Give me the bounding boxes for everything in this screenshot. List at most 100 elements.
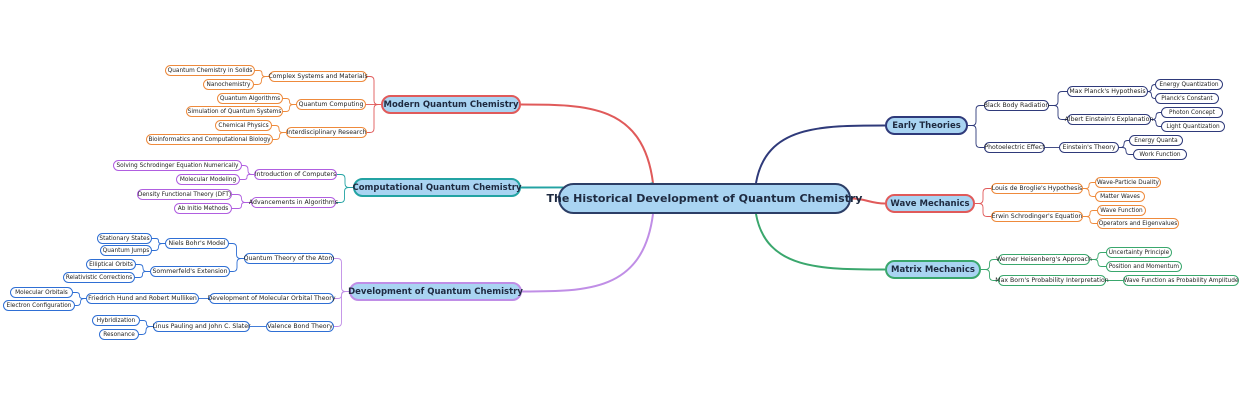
connector-line [230,258,244,272]
leaf-topic-wave-particle-duality[interactable]: Wave-Particle Duality [1095,177,1161,188]
connector-line [1147,91,1156,99]
computational-topic[interactable]: Computational Quantum Chemistry [352,178,522,197]
leaf-topic-molecular-orbitals[interactable]: Molecular Orbitals [10,287,73,298]
subtopic-quantum-computing[interactable]: Quantum Computing [296,99,366,110]
connector-line [337,174,353,188]
leaf-topic-nanochemistry[interactable]: Nanochemistry [203,79,254,90]
connector-line [1083,216,1097,224]
leaf-topic-energy-quantization[interactable]: Energy Quantization [1155,79,1223,90]
leaf-topic-position-and-momentum[interactable]: Position and Momentum [1106,261,1182,272]
subtopic-advancements-in-algorithms[interactable]: Advancements in Algorithms [248,197,339,208]
wave-topic[interactable]: Wave Mechanics [885,194,975,213]
connector-line [1083,188,1095,197]
leaf-topic-bioinformatics-and-computational-biology[interactable]: Bioinformatics and Computational Biology [146,134,273,145]
connector-line [521,213,654,293]
connector-line [1090,252,1106,260]
development-topic[interactable]: Development of Quantum Chemistry [348,282,523,301]
leaf-topic-elliptical-orbits[interactable]: Elliptical Orbits [86,259,136,270]
connector-line [1049,91,1067,106]
connector-line [1090,259,1106,267]
matrix-topic[interactable]: Matrix Mechanics [885,260,981,279]
connector-line [73,292,86,299]
leaf-topic-relativistic-corrections[interactable]: Relativistic Corrections [63,272,135,283]
subtopic-black-body-radiation[interactable]: Black Body Radiation [983,100,1050,111]
connector-line [850,197,886,205]
connector-line [229,243,244,259]
connector-line [520,103,654,184]
modern-topic[interactable]: Modern Quantum Chemistry [381,95,521,114]
connector-line [152,243,165,251]
leaf-topic-quantum-jumps[interactable]: Quantum Jumps [100,245,152,256]
leaf-topic-quantum-algorithms[interactable]: Quantum Algorithms [217,93,283,104]
subtopic-einstein-s-theory[interactable]: Einstein's Theory [1059,142,1119,153]
connector-line [1147,84,1156,92]
leaf-topic-light-quantization[interactable]: Light Quantization [1161,121,1225,132]
leaf-topic-electron-configuration[interactable]: Electron Configuration [3,300,75,311]
leaf-topic-simulation-of-quantum-systems[interactable]: Simulation of Quantum Systems [186,106,283,117]
connector-line [152,238,165,244]
leaf-topic-chemical-physics[interactable]: Chemical Physics [215,120,272,131]
subtopic-complex-systems-and-materials[interactable]: Complex Systems and Materials [268,71,368,82]
leaf-topic-matter-waves[interactable]: Matter Waves [1095,191,1145,202]
leaf-topic-work-function[interactable]: Work Function [1133,149,1187,160]
connector-line [232,202,251,209]
leaf-topic-operators-and-eigenvalues[interactable]: Operators and Eigenvalues [1097,218,1179,229]
connector-line [1119,140,1129,148]
connector-line [1083,182,1095,189]
leaf-topic-wave-function[interactable]: Wave Function [1097,205,1146,216]
connector-line [367,76,381,105]
connector-line [272,125,286,133]
subtopic-max-planck-s-hypothesis[interactable]: Max Planck's Hypothesis [1067,86,1148,97]
subtopic-linus-pauling-and-john-c-slater[interactable]: Linus Pauling and John C. Slater [152,321,251,332]
connector-line [968,105,984,126]
connector-line [336,187,353,203]
leaf-topic-hybridization[interactable]: Hybridization [92,315,140,326]
subtopic-photoelectric-effect[interactable]: Photoelectric Effect [984,142,1045,153]
connector-line [140,320,153,327]
connector-line [283,104,296,112]
connector-line [240,174,254,180]
central-topic[interactable]: The Historical Development of Quantum Ch… [547,183,862,214]
subtopic-friedrich-hund-and-robert-mulliken[interactable]: Friedrich Hund and Robert Mulliken [86,293,199,304]
leaf-topic-energy-quanta[interactable]: Energy Quanta [1129,135,1183,146]
subtopic-quantum-theory-of-the-atom[interactable]: Quantum Theory of the Atom [243,253,335,264]
connector-line [1119,147,1133,155]
connector-line [1083,210,1097,217]
leaf-topic-uncertainty-principle[interactable]: Uncertainty Principle [1106,247,1172,258]
connector-line [334,291,349,327]
leaf-topic-wave-function-as-probability-amplitude[interactable]: Wave Function as Probability Amplitude [1123,275,1239,286]
subtopic-development-of-molecular-orbital-theory[interactable]: Development of Molecular Orbital Theory [207,293,336,304]
connector-line [975,188,991,204]
leaf-topic-photon-concept[interactable]: Photon Concept [1161,107,1223,118]
connector-line [975,203,991,217]
connector-line [283,98,296,105]
leaf-topic-planck-s-constant[interactable]: Planck's Constant [1155,93,1219,104]
subtopic-niels-bohr-s-model[interactable]: Niels Bohr's Model [165,238,229,249]
early-topic[interactable]: Early Theories [885,116,968,135]
subtopic-sommerfeld-s-extension[interactable]: Sommerfeld's Extension [150,266,230,277]
subtopic-werner-heisenberg-s-approach[interactable]: Werner Heisenberg's Approach [996,254,1092,265]
leaf-topic-density-functional-theory-dft[interactable]: Density Functional Theory (DFT) [137,189,232,200]
connector-line [981,269,998,281]
subtopic-introduction-of-computers[interactable]: Introduction of Computers [254,169,337,180]
leaf-topic-stationary-states[interactable]: Stationary States [97,233,152,244]
leaf-topic-quantum-chemistry-in-solids[interactable]: Quantum Chemistry in Solids [165,65,255,76]
connector-line [1049,105,1067,120]
connector-line [334,258,349,292]
subtopic-valence-bond-theory[interactable]: Valence Bond Theory [266,321,334,332]
connector-line [135,271,150,278]
leaf-topic-molecular-modeling[interactable]: Molecular Modeling [176,174,240,185]
leaf-topic-solving-schrodinger-equation-numerically[interactable]: Solving Schrodinger Equation Numerically [113,160,242,171]
subtopic-louis-de-broglie-s-hypothesis[interactable]: Louis de Broglie's Hypothesis [991,183,1083,194]
connector-line [755,213,886,271]
subtopic-max-born-s-probability-interpretation[interactable]: Max Born's Probability Interpretation [995,275,1109,286]
connector-line [254,76,269,85]
leaf-topic-ab-initio-methods[interactable]: Ab Initio Methods [174,203,232,214]
subtopic-interdisciplinary-research[interactable]: Interdisciplinary Research [286,127,367,138]
subtopic-erwin-schrodinger-s-equation[interactable]: Erwin Schrodinger's Equation [991,211,1083,222]
subtopic-albert-einstein-s-explanation[interactable]: Albert Einstein's Explanation [1064,114,1154,125]
connector-line [755,124,886,184]
leaf-topic-resonance[interactable]: Resonance [99,329,139,340]
